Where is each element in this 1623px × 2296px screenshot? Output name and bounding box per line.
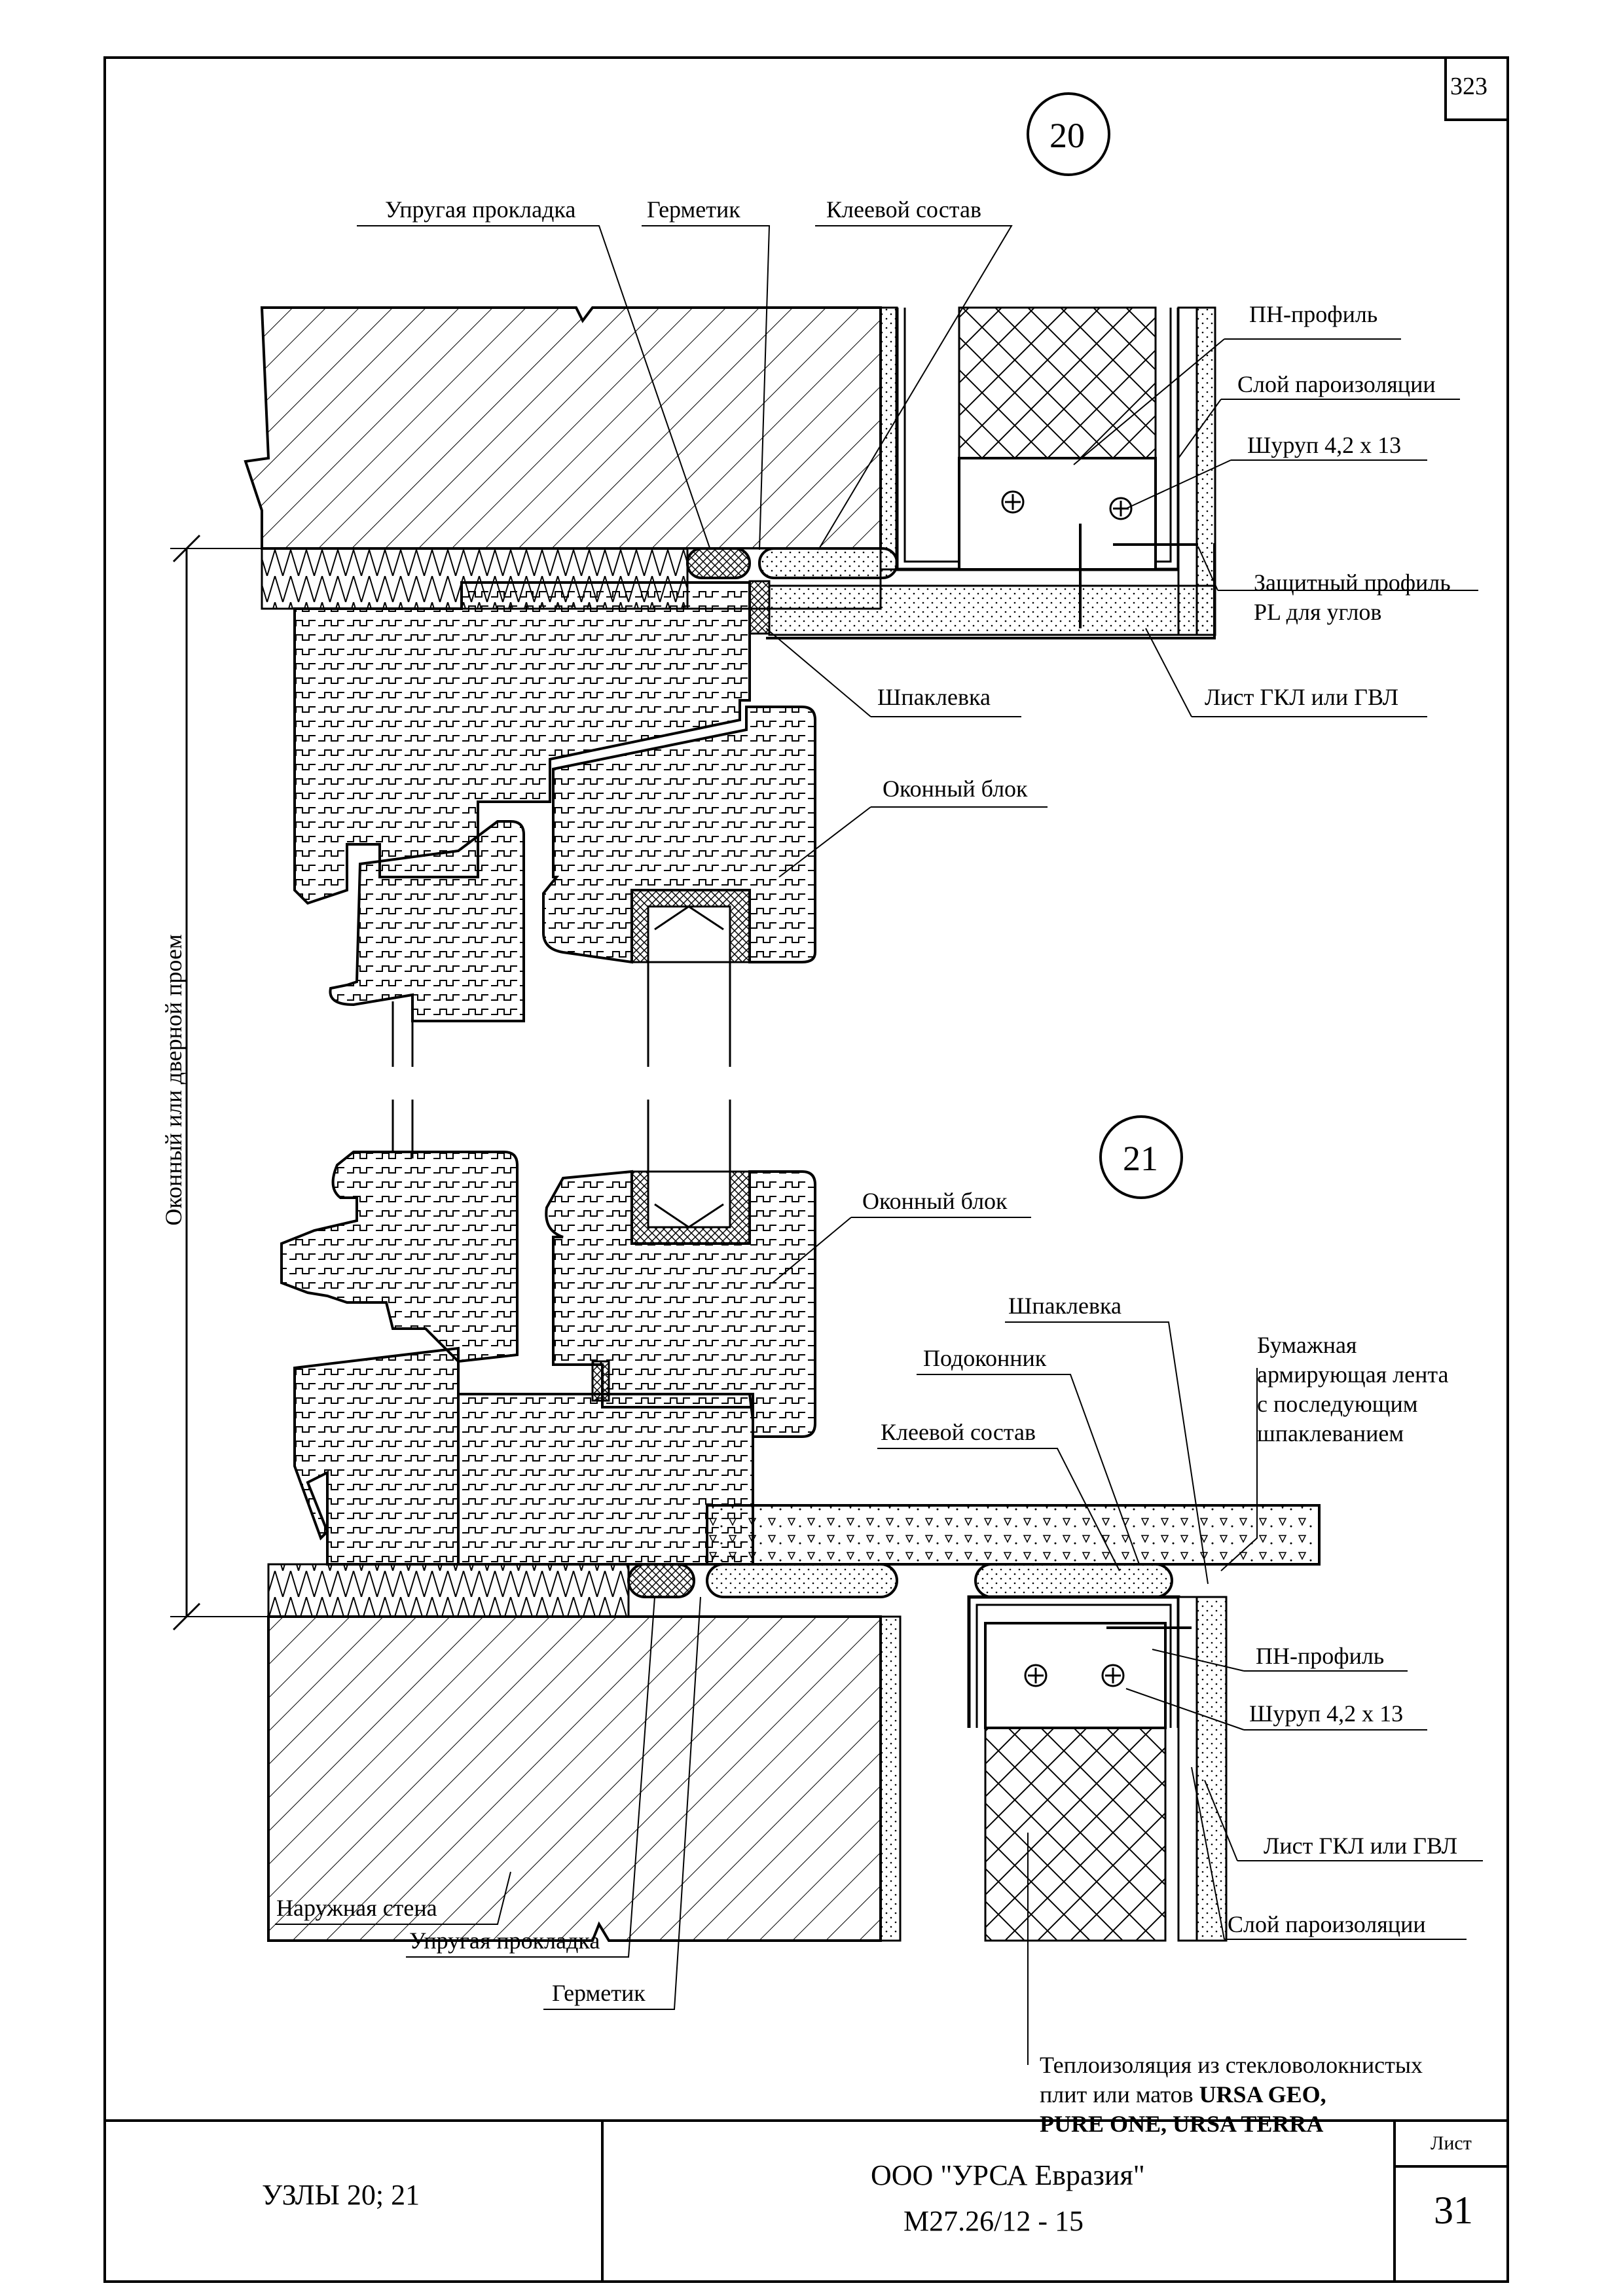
label-sealant-21: Герметик: [552, 1980, 646, 2006]
node21-insulation-strip: [267, 1563, 630, 1618]
title-block-sheet-number: 31: [1434, 2189, 1473, 2232]
page-number: 323: [1450, 73, 1487, 100]
label-insulation-3: PURE ONE, URSA TERRA: [1040, 2111, 1324, 2137]
label-screw-21: Шуруп 4,2 х 13: [1249, 1700, 1404, 1727]
node-21-circle: [1099, 1115, 1183, 1199]
label-insulation-2: плит или матов URSA GEO,: [1040, 2081, 1326, 2108]
label-screw-20: Шуруп 4,2 х 13: [1247, 432, 1402, 458]
label-paper-tape-3: с последующим: [1257, 1391, 1418, 1417]
node21-insulation: [984, 1727, 1167, 1942]
label-vapor-barrier-21: Слой пароизоляции: [1228, 1911, 1426, 1937]
label-opening: Оконный или дверной проем: [160, 934, 187, 1226]
sheet-frame: [103, 56, 1509, 2283]
label-elastic-gasket-21: Упругая прокладка: [409, 1928, 600, 1954]
label-elastic-gasket-20: Упругая прокладка: [385, 196, 576, 223]
label-sill-21: Подоконник: [923, 1345, 1047, 1371]
title-block-title: УЗЛЫ 20; 21: [262, 2179, 420, 2211]
label-outer-wall-21: Наружная стена: [276, 1895, 437, 1921]
label-gypsum-sheet-20: Лист ГКЛ или ГВЛ: [1205, 684, 1398, 710]
node20-leaders: [357, 225, 1478, 878]
node-20-number: 20: [1049, 116, 1085, 155]
title-block-sheet-label: Лист: [1431, 2132, 1472, 2154]
node20-elastic-gasket: [686, 547, 751, 579]
label-window-block-21: Оконный блок: [862, 1188, 1008, 1214]
page-number-box: [1444, 56, 1509, 121]
label-pn-profile-21: ПН-профиль: [1256, 1643, 1385, 1669]
node21-masonry-wall: [267, 1615, 882, 1942]
label-pn-profile-20: ПН-профиль: [1249, 301, 1378, 327]
label-adhesive-20: Клеевой состав: [826, 196, 981, 223]
label-paper-tape-2: армирующая лента: [1257, 1361, 1449, 1388]
node20-masonry-wall: [244, 306, 882, 550]
node21-window-frame-outer: [280, 1151, 519, 1363]
label-protective-profile-20: Защитный профиль: [1254, 569, 1451, 596]
label-paper-tape-4: шпаклеванием: [1257, 1420, 1404, 1446]
node-21-number: 21: [1123, 1139, 1158, 1178]
node21-leaders: [275, 1217, 1483, 2065]
label-sealant-20: Герметик: [647, 196, 740, 223]
node21-window-sill: [706, 1504, 1321, 1566]
node21-window-sash: [545, 1170, 816, 1438]
node20-window-frame: [293, 581, 751, 905]
label-vapor-barrier-20: Слой пароизоляции: [1237, 371, 1436, 397]
node21-adhesive: [706, 1563, 898, 1598]
node20-adhesive: [758, 547, 898, 579]
node20-gypsum-sheet: [768, 584, 1216, 636]
title-block-company: ООО "УРСА Евразия": [871, 2159, 1145, 2191]
title-block-doc-code: М27.26/12 - 15: [903, 2205, 1084, 2237]
label-window-block-20: Оконный блок: [883, 776, 1028, 802]
label-adhesive-21: Клеевой состав: [881, 1419, 1036, 1445]
label-gypsum-sheet-21: Лист ГКЛ или ГВЛ: [1264, 1833, 1457, 1859]
label-putty-20: Шпаклевка: [877, 684, 991, 710]
node21-elastic-gasket: [627, 1563, 695, 1598]
label-putty-21: Шпаклевка: [1008, 1293, 1122, 1319]
node-20-circle: [1027, 92, 1110, 176]
node21-gypsum-sheet: [1195, 1596, 1228, 1942]
label-protective-profile-20b: PL для углов: [1254, 599, 1382, 625]
label-insulation-1: Теплоизоляция из стекловолокнистых: [1040, 2052, 1423, 2078]
label-paper-tape-1: Бумажная: [1257, 1332, 1357, 1358]
